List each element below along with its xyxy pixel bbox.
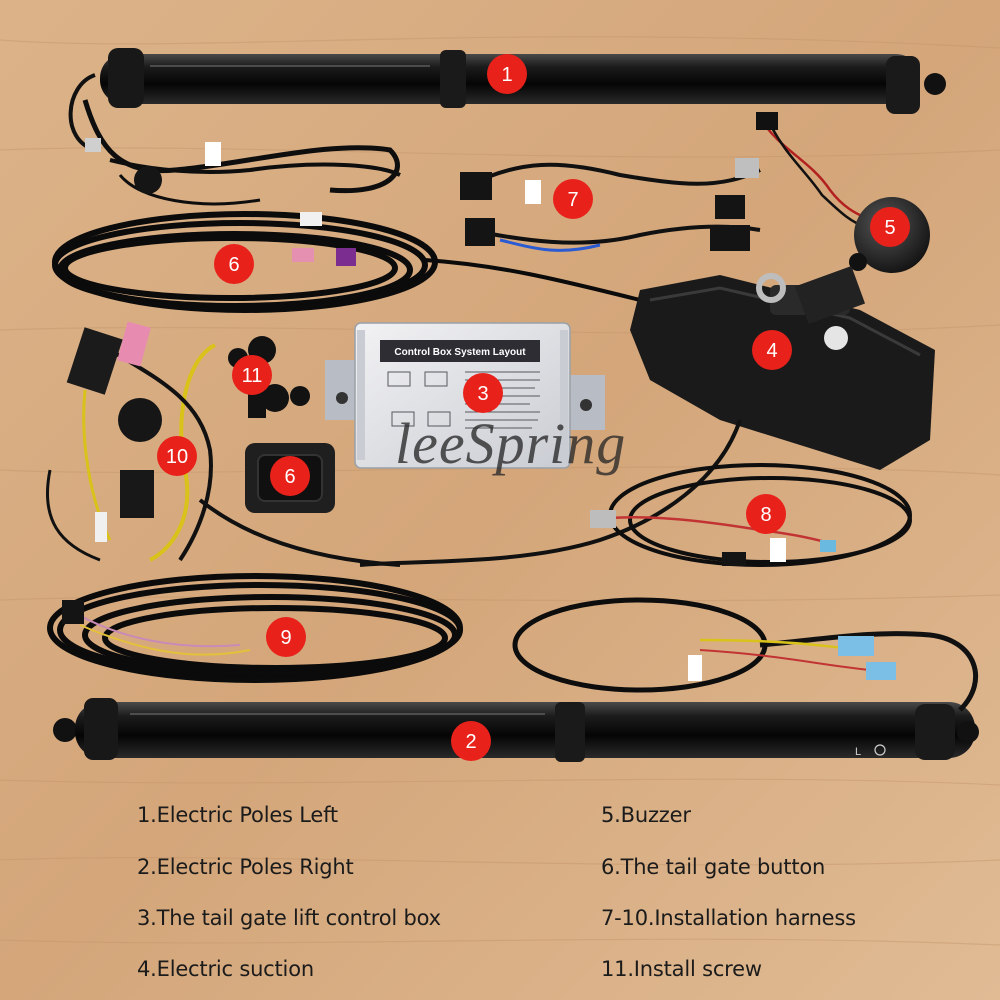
harness-8 [590, 463, 912, 567]
legend-item-2: 2.Electric Poles Right [137, 855, 354, 879]
callout-badge-4: 4 [752, 330, 792, 370]
callout-badge-7: 7 [553, 179, 593, 219]
callout-badges: 1 2 3 4 5 6 6 7 [157, 54, 910, 761]
control-box: Control Box System Layout [325, 322, 605, 469]
callout-badge-5: 5 [870, 207, 910, 247]
callout-badge-11: 11 [232, 355, 272, 395]
legend-item-6: 6.The tail gate button [601, 855, 826, 879]
electric-suction [359, 265, 935, 567]
harness-coil-6 [52, 211, 641, 313]
harness-bottom-right [512, 597, 896, 693]
callout-label-9: 9 [280, 627, 291, 649]
legend-item-4: 4.Electric suction [137, 957, 314, 981]
brand-watermark: leeSpring [395, 411, 627, 476]
harness-10 [45, 321, 401, 567]
callout-label-1: 1 [501, 64, 512, 86]
callout-label-7: 7 [567, 189, 578, 211]
callout-badge-1: 1 [487, 54, 527, 94]
control-box-title: Control Box System Layout [394, 347, 526, 358]
callout-badge-10: 10 [157, 436, 197, 476]
callout-badge-3: 3 [463, 373, 503, 413]
callout-badge-9: 9 [266, 617, 306, 657]
harness-7 [460, 158, 761, 252]
callout-label-5: 5 [884, 217, 895, 239]
legend-item-8: 11.Install screw [601, 957, 762, 981]
callout-label-11: 11 [242, 365, 263, 387]
callout-label-6-coil: 6 [228, 254, 239, 276]
harness-top-left [82, 99, 401, 206]
callout-label-6-button: 6 [284, 466, 295, 488]
legend-item-1: 1.Electric Poles Left [137, 803, 338, 827]
callout-label-10: 10 [166, 446, 188, 468]
callout-badge-8: 8 [746, 494, 786, 534]
callout-label-2: 2 [465, 731, 476, 753]
legend-item-3: 3.The tail gate lift control box [137, 906, 441, 930]
callout-label-3: 3 [477, 383, 488, 405]
harness-9 [47, 573, 463, 683]
svg-text:L: L [855, 746, 861, 758]
legend-item-5: 5.Buzzer [601, 803, 691, 827]
callout-label-8: 8 [760, 504, 771, 526]
callout-badge-6-button: 6 [270, 456, 310, 496]
callout-label-4: 4 [766, 340, 777, 362]
callout-badge-6-coil: 6 [214, 244, 254, 284]
callout-badge-2: 2 [451, 721, 491, 761]
legend-item-7: 7-10.Installation harness [601, 906, 856, 930]
electric-pole-right: L [53, 698, 979, 762]
